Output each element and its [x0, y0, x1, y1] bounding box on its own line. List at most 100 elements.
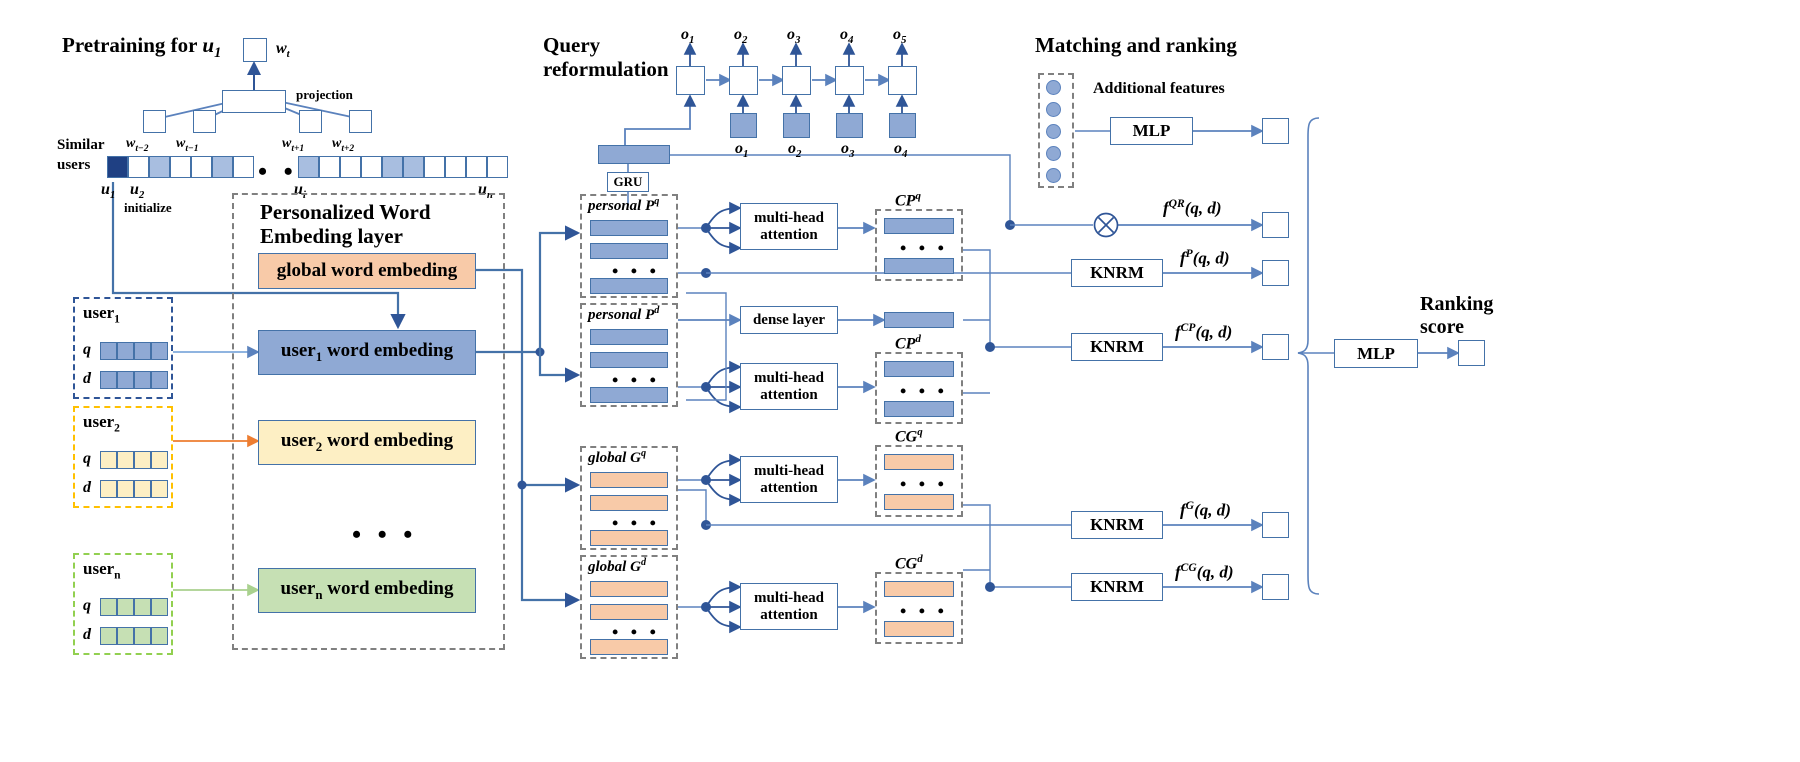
global-word-embedding-box: global word embeding [258, 253, 476, 289]
personal-pq-row-2 [590, 243, 668, 259]
rnn-input-box-1 [730, 113, 757, 138]
personal-pq-label: personal Pq [588, 196, 660, 214]
pretraining-title: Pretraining for u1 [62, 33, 221, 62]
mlp-features-box: MLP [1110, 117, 1193, 145]
cpd-ellipsis: • • • [900, 381, 948, 401]
usern-q-cells [100, 598, 168, 616]
cpd-row-1 [884, 361, 954, 377]
multi-head-attention-2: multi-head attention [740, 363, 838, 410]
rnn-cell-1 [676, 66, 705, 95]
projection-box [222, 90, 286, 113]
global-gd-row-2 [590, 604, 668, 620]
qr-input-label-2: o2 [788, 140, 802, 161]
cpd-group [875, 352, 963, 424]
score-label-cg: fCG(q, d) [1175, 561, 1234, 582]
context-word-label-1: wt−2 [126, 136, 149, 154]
target-word-box [243, 38, 267, 62]
knrm-cp-label: KNRM [1090, 337, 1144, 356]
query-reformulation-title: Query reformulation [543, 33, 669, 81]
context-word-box-4 [349, 110, 372, 133]
user2-q-cells [100, 451, 168, 469]
cgq-ellipsis: • • • [900, 474, 948, 494]
qr-output-label-1: o1 [681, 26, 695, 47]
score-box-features [1262, 118, 1289, 144]
pretraining-title-text: Pretraining for [62, 33, 198, 57]
global-gd-row-3 [590, 639, 668, 655]
dense-layer-label: dense layer [752, 311, 826, 328]
global-gq-row-1 [590, 472, 668, 488]
context-word-box-3 [299, 110, 322, 133]
qr-output-label-2: o2 [734, 26, 748, 47]
qr-input-label-4: o4 [894, 140, 908, 161]
tensor-product-icon [1093, 212, 1119, 238]
pwe-title-line2: Embeding layer [260, 224, 403, 249]
ranking-score-label: Ranking score [1420, 293, 1493, 339]
personal-pd-label: personal Pd [588, 305, 660, 323]
rnn-input-box-3 [836, 113, 863, 138]
cgq-row-1 [884, 454, 954, 470]
cpq-row-2 [884, 258, 954, 274]
user1-q-label: q [83, 341, 91, 358]
dense-output-row [884, 312, 954, 328]
cgq-group [875, 445, 963, 517]
matching-ranking-title: Matching and ranking [1035, 33, 1237, 57]
cpd-row-2 [884, 401, 954, 417]
gru-box: GRU [607, 172, 649, 192]
user1-word-embedding-label: user1 word embeding [280, 340, 454, 364]
user2-d-cells [100, 480, 168, 498]
context-word-label-2: wt−1 [176, 136, 199, 154]
mha2-line2: attention [760, 386, 818, 403]
cgq-label: CGq [895, 426, 923, 446]
gru-label: GRU [613, 174, 643, 189]
score-label-cp: fCP(q, d) [1175, 321, 1233, 342]
global-gd-label: global Gd [588, 557, 647, 575]
user2-q-label: q [83, 450, 91, 467]
cgd-ellipsis: • • • [900, 601, 948, 621]
similar-users-label-line1: Similar [57, 137, 105, 153]
personal-pq-ellipsis: • • • [612, 261, 660, 281]
cgq-row-2 [884, 494, 954, 510]
additional-features-dots [1046, 80, 1061, 183]
mha3-line1: multi-head [753, 462, 824, 479]
user-tick-un: un [478, 181, 493, 202]
context-word-label-4: wt+2 [332, 136, 355, 154]
additional-features-label: Additional features [1093, 80, 1225, 97]
rnn-input-box-2 [783, 113, 810, 138]
score-box-cp [1262, 334, 1289, 360]
cpq-ellipsis: • • • [900, 238, 948, 258]
cgd-row-1 [884, 581, 954, 597]
score-box-cg [1262, 574, 1289, 600]
mha1-line2: attention [760, 226, 818, 243]
mha2-line1: multi-head [753, 369, 824, 386]
personal-pd-row-3 [590, 387, 668, 403]
personal-pq-row-1 [590, 220, 668, 236]
pretraining-title-user: u1 [202, 33, 222, 62]
user2-word-embedding-box: user2 word embeding [258, 420, 476, 465]
cpd-label: CPd [895, 333, 921, 353]
mlp-features-label: MLP [1132, 121, 1171, 140]
ranking-score-box [1458, 340, 1485, 366]
user1-group-label: user1 [83, 303, 120, 326]
personal-pq-row-3 [590, 278, 668, 294]
rnn-cell-4 [835, 66, 864, 95]
global-gd-ellipsis: • • • [612, 622, 660, 642]
feature-dot-3 [1046, 124, 1061, 139]
cpq-row-1 [884, 218, 954, 234]
knrm-box-p: KNRM [1071, 259, 1163, 287]
user1-word-embedding-box: user1 word embeding [258, 330, 476, 375]
mlp-final-box: MLP [1334, 339, 1418, 368]
rnn-cell-3 [782, 66, 811, 95]
global-word-embedding-label: global word embeding [276, 260, 458, 281]
knrm-cg-label: KNRM [1090, 577, 1144, 596]
query-title-line1: Query [543, 33, 601, 57]
usern-group-label: usern [83, 559, 121, 582]
global-gd-row-1 [590, 581, 668, 597]
usern-q-label: q [83, 597, 91, 614]
context-word-label-3: wt+1 [282, 136, 305, 154]
mha1-line1: multi-head [753, 209, 824, 226]
pwe-title: Personalized Word Embeding layer [260, 200, 490, 248]
additional-features-group [1038, 73, 1074, 188]
user2-d-label: d [83, 479, 91, 496]
similar-users-strip-right [298, 156, 508, 178]
query-title-line2: reformulation [543, 57, 669, 82]
